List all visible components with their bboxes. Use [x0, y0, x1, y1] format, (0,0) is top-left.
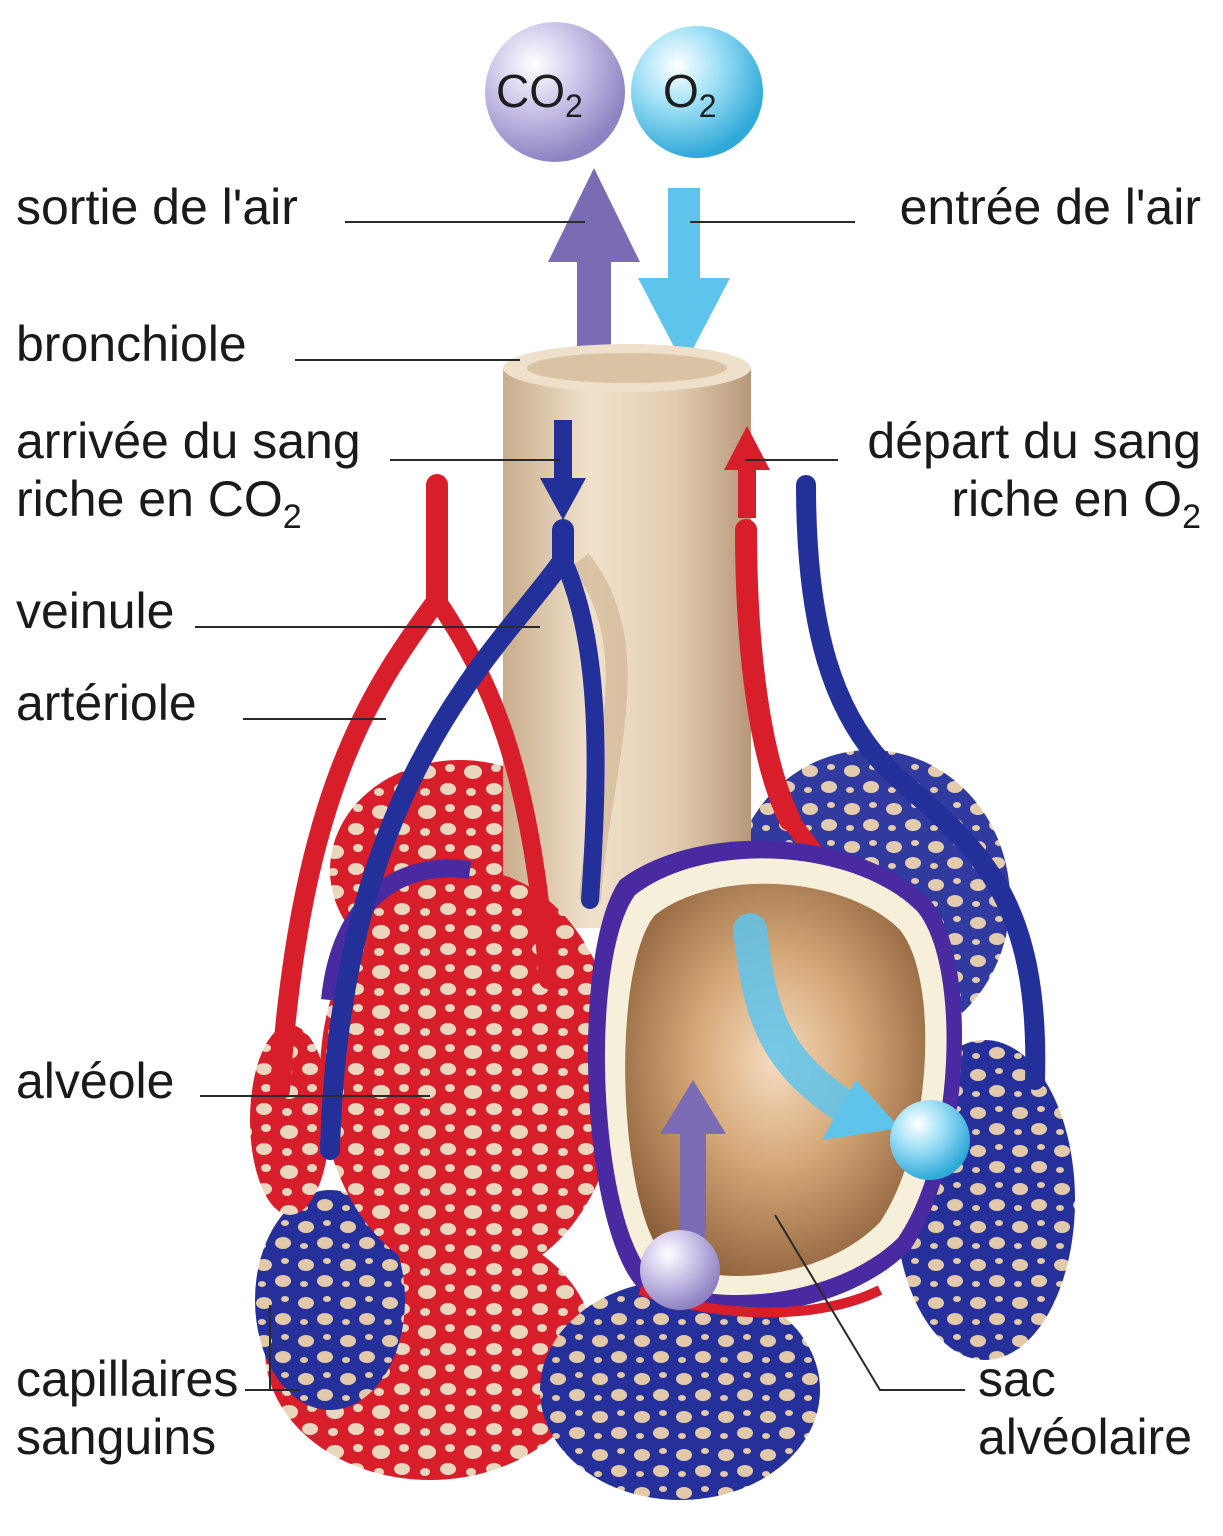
label-bronchiole: bronchiole — [16, 316, 247, 372]
depart-line2-text: riche en O — [951, 471, 1183, 527]
air-out-arrow — [548, 168, 640, 350]
air-in-arrow — [638, 188, 730, 366]
arrivee-line2-sub: 2 — [282, 498, 302, 536]
leader-lines — [195, 221, 965, 1391]
o2-diffusion-arrow — [733, 913, 900, 1140]
alveolus-bottom-center-blue — [540, 1280, 820, 1500]
alveolar-sac — [587, 840, 963, 1318]
alveolus-bottom-left-blue — [255, 1190, 405, 1410]
venule-right — [796, 475, 1046, 1090]
label-veinule: veinule — [16, 583, 175, 639]
sac-line1: sac — [978, 1351, 1056, 1407]
label-arrivee-sang: arrivée du sang riche en CO2 — [16, 412, 361, 534]
depart-line1: départ du sang — [867, 413, 1201, 469]
label-entree-air: entrée de l'air — [899, 179, 1201, 235]
venule-left — [320, 519, 605, 1160]
capillaires-line2: sanguins — [16, 1409, 217, 1465]
sac-line2: alvéolaire — [978, 1409, 1193, 1465]
depart-line2: riche en O2 — [867, 470, 1201, 534]
label-alveole: alvéole — [16, 1053, 175, 1109]
label-arteriole: artériole — [16, 675, 197, 731]
label-depart-sang: départ du sang riche en O2 — [867, 412, 1201, 534]
arrivee-line2-text: riche en CO — [16, 471, 283, 527]
arteriole-left — [270, 474, 557, 1100]
co2-molecule-sphere — [485, 22, 625, 162]
co2-base-text: CO — [496, 65, 565, 117]
bronchiole-tube — [503, 344, 751, 928]
co2-molecule-label: CO2 — [496, 64, 583, 122]
o2-molecule-sphere — [631, 26, 763, 158]
co2-subscript: 2 — [565, 88, 583, 124]
o2-molecule-in-sac — [890, 1100, 970, 1180]
label-sortie-air: sortie de l'air — [16, 179, 298, 235]
o2-subscript: 2 — [698, 88, 717, 124]
arrivee-line1: arrivée du sang — [16, 413, 361, 469]
label-sac-alveolaire: sac alvéolaire — [978, 1350, 1192, 1466]
depart-line2-sub: 2 — [1182, 498, 1201, 536]
o2-base-text: O — [663, 65, 699, 117]
blood-in-arrow — [540, 420, 586, 520]
co2-molecule-in-sac — [640, 1230, 720, 1310]
o2-molecule-label: O2 — [663, 64, 717, 122]
capillaires-line1: capillaires — [16, 1351, 239, 1407]
alveolus-left-red-small — [250, 1025, 330, 1215]
arrivee-line2: riche en CO2 — [16, 470, 361, 534]
co2-diffusion-arrow — [660, 1080, 726, 1250]
label-capillaires: capillaires sanguins — [16, 1350, 238, 1466]
